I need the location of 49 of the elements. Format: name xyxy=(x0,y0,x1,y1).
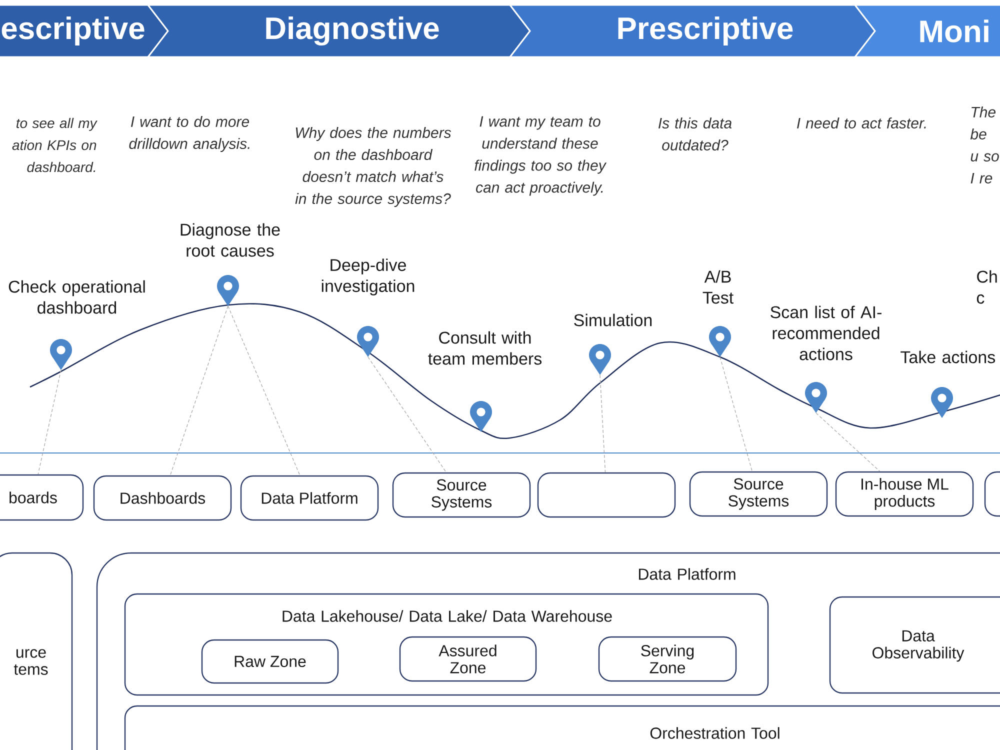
tool-box: In-house ML products xyxy=(835,471,974,517)
tool-box: Source Systems xyxy=(392,472,531,518)
question-text: The be u so I re xyxy=(970,106,999,184)
step-label: Scan list of AI-recommended actions xyxy=(770,306,882,360)
leader-line xyxy=(368,356,447,473)
stage-banner: Prescriptive xyxy=(508,4,876,58)
question-text: to see all my ation KPIs on dashboard. xyxy=(12,118,98,172)
leader-line xyxy=(720,356,753,472)
stage-banner: Moni xyxy=(853,4,1000,58)
tool-box: Dashboards xyxy=(93,475,232,521)
location-pin xyxy=(709,326,731,357)
question-text: Why does the numbers on the dashboard doesn’t match what’s in the source systems? xyxy=(295,127,452,207)
step-label: Diagnose the root causes xyxy=(180,223,280,257)
question-text: Is this data outdated? xyxy=(658,117,732,150)
tool-box: Data Platform xyxy=(240,475,379,521)
leader-line xyxy=(228,306,300,476)
component-box: Serving Zone xyxy=(598,636,737,682)
leader-line xyxy=(38,370,62,475)
leader-line xyxy=(600,374,606,473)
component-box: Data Observability xyxy=(829,596,1000,694)
tool-box: boards xyxy=(0,474,84,521)
step-label: Ch c xyxy=(976,270,997,304)
platform-panel: Orchestration Tool xyxy=(124,705,1000,750)
stage-banner: Diagnostive xyxy=(146,4,531,58)
stage-banner: escriptive xyxy=(0,4,169,58)
location-pin xyxy=(470,401,492,432)
location-pin xyxy=(805,382,828,413)
location-pin xyxy=(217,275,239,306)
question-text: I need to act faster. xyxy=(797,117,926,128)
step-label: Take actions xyxy=(900,350,996,364)
component-box: Assured Zone xyxy=(399,636,537,682)
leader-line xyxy=(170,306,228,476)
tool-box xyxy=(537,472,676,518)
step-label: A/B Test xyxy=(702,270,734,304)
location-pin xyxy=(589,344,611,375)
component-box: Raw Zone xyxy=(201,639,339,684)
leader-line xyxy=(816,412,880,472)
step-label: Consult with team members xyxy=(428,331,542,365)
question-text: I want to do more drilldown analysis. xyxy=(129,116,250,152)
tool-box: Source Systems xyxy=(689,471,828,517)
tool-box xyxy=(984,471,1000,517)
platform-panel: urce tems xyxy=(0,552,73,750)
question-text: I want my team to understand these findings too so they can act proactively. xyxy=(474,116,607,196)
step-label: Check operational dashboard xyxy=(8,280,145,314)
step-label: Deep-dive investigation xyxy=(322,258,414,296)
step-label: Simulation xyxy=(574,314,652,326)
location-pin xyxy=(931,387,954,418)
location-pin xyxy=(357,326,379,357)
location-pin xyxy=(50,339,72,370)
